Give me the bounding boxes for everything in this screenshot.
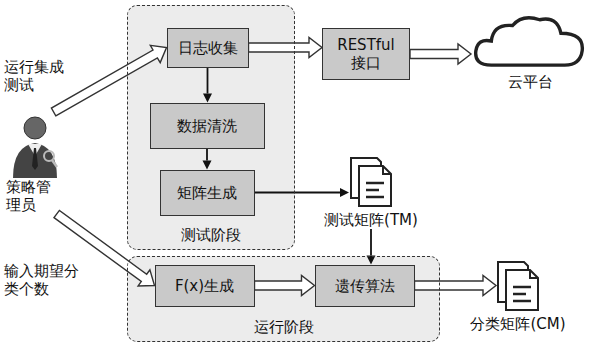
cloud-symbol	[471, 12, 589, 70]
node-text: 矩阵生成	[177, 184, 237, 202]
phase-region: 运行阶段 F(x)生成 遗传算法	[127, 256, 440, 342]
solid-arrow	[203, 149, 212, 170]
node-text: RESTful 接口	[329, 36, 403, 72]
solid-arrow	[367, 229, 376, 265]
node-text: 分类矩阵(CM)	[462, 315, 574, 333]
node-text: 日志收集	[178, 39, 238, 57]
process-box: 数据清洗	[150, 103, 265, 149]
region-fill	[127, 256, 440, 342]
process-box: 日志收集	[167, 28, 249, 68]
region-title: 测试阶段	[128, 226, 294, 245]
document-symbol	[496, 260, 540, 312]
hollow-arrow	[249, 38, 323, 58]
node-text: 数据清洗	[177, 117, 237, 135]
region-title: 运行阶段	[128, 318, 439, 337]
node-text: F(x)生成	[175, 277, 234, 295]
process-box: 遗传算法	[315, 265, 415, 307]
document-icon: 测试矩阵(TM)	[318, 156, 424, 229]
node-text: 云平台	[468, 73, 592, 91]
solid-arrow	[255, 188, 350, 197]
process-box: RESTful 接口	[322, 28, 410, 80]
hollow-arrow	[410, 44, 471, 64]
node-text: 策略管理员	[6, 178, 52, 214]
document-symbol	[349, 156, 393, 208]
process-box: F(x)生成	[155, 265, 255, 307]
node-text: 遗传算法	[335, 277, 395, 295]
document-icon: 分类矩阵(CM)	[462, 260, 574, 333]
hollow-arrow	[415, 276, 497, 296]
edge-label: 运行集成测试	[4, 58, 70, 94]
region-fill	[127, 5, 295, 250]
cloud-node: 云平台	[468, 12, 592, 91]
solid-arrow	[203, 68, 212, 103]
phase-region: 测试阶段 日志收集数据清洗矩阵生成	[127, 5, 295, 250]
hollow-arrow	[255, 276, 315, 296]
actor-icon: 策略管理员	[4, 112, 66, 214]
edge-label: 输入期望分类个数	[4, 262, 88, 298]
person-symbol	[9, 112, 61, 178]
node-text: 测试矩阵(TM)	[318, 211, 424, 229]
process-box: 矩阵生成	[160, 170, 255, 216]
